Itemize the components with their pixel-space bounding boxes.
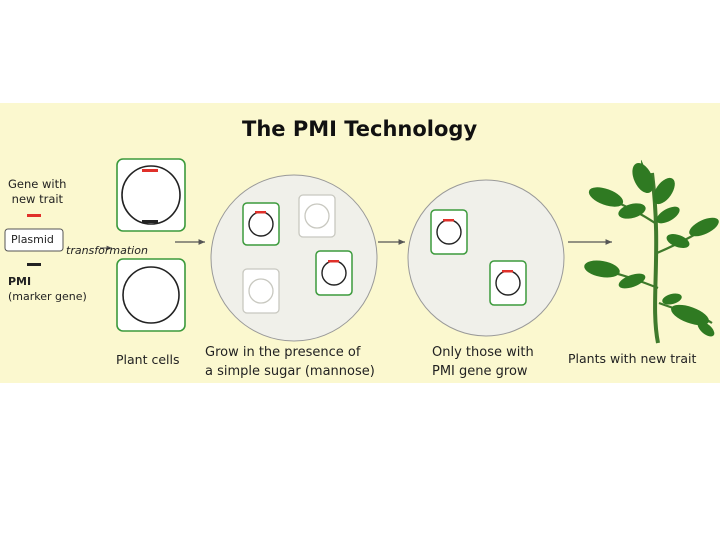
plasmid-label: Plasmid (11, 233, 54, 246)
diagram-title: The PMI Technology (242, 117, 478, 141)
dish-selected (407, 179, 565, 337)
gene-marker-icon (27, 214, 41, 217)
plant-cell-bottom (116, 258, 186, 332)
cell-transformed (430, 209, 468, 255)
plant-cells-label: Plant cells (116, 352, 180, 367)
cell-faded (242, 268, 280, 314)
marker-gene-label: (marker gene) (8, 290, 87, 303)
grow-label: Grow in the presence of a simple sugar (… (205, 345, 375, 379)
plant-cell-top (116, 158, 186, 232)
plasmid (4, 214, 64, 266)
cell-transformed (315, 250, 353, 296)
diagram-panel: The PMI Technology Gene with new trait P… (0, 103, 720, 383)
dish-mannose (210, 174, 378, 342)
diagram-graphics (4, 158, 719, 344)
gene-label: Gene with new trait (8, 177, 67, 206)
transformation-label: transformation (66, 244, 148, 257)
plant-icon (584, 159, 719, 344)
plants-label: Plants with new trait (568, 351, 697, 366)
only-pmi-label: Only those with PMI gene grow (432, 345, 534, 379)
pmi-label: PMI (8, 275, 32, 288)
pmi-marker-icon (27, 263, 41, 266)
cell-faded (298, 194, 336, 238)
cell-transformed (489, 260, 527, 306)
cell-transformed (242, 202, 280, 246)
